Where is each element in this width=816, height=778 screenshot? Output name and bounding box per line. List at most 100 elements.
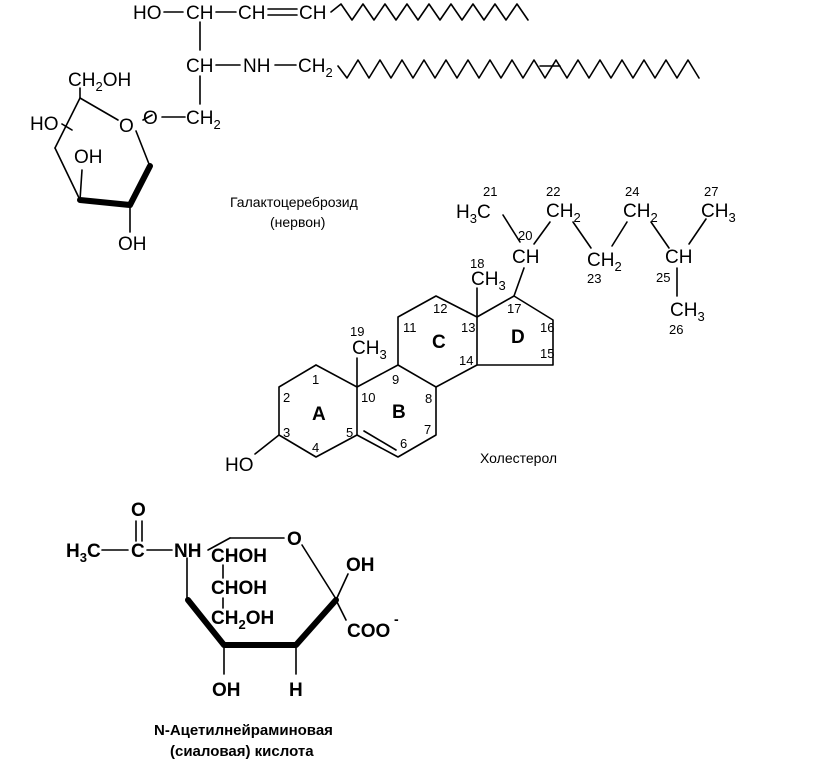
sphingosine-tail-zigzag [330, 3, 529, 21]
atom-oh-anomeric: OH [346, 555, 375, 576]
atom-ch2-22: CH2 [546, 201, 581, 225]
caption-sialic-acid: N-Ацетилнейраминовая [154, 722, 333, 739]
atom-ch-alkene-2: CH [299, 3, 326, 24]
ring-b-bonds [356, 364, 437, 458]
carbon-number-19: 19 [350, 324, 364, 339]
carbon-number-7: 7 [424, 422, 431, 437]
atom-choh-2: CHOH [211, 578, 267, 599]
atom-ch-top: CH [186, 3, 213, 24]
atom-ch3-26: CH3 [670, 300, 705, 324]
bond [650, 221, 670, 249]
bond [572, 221, 592, 249]
carbon-number-6: 6 [400, 436, 407, 451]
carbon-number-16: 16 [540, 320, 554, 335]
ring-d-bonds [476, 295, 554, 366]
atom-ch2oh: CH2OH [211, 608, 274, 632]
atom-nh: NH [243, 56, 270, 77]
atom-ch2-23: CH2 [587, 250, 622, 274]
carbon-number-27: 27 [704, 184, 718, 199]
carbon-number-24: 24 [625, 184, 639, 199]
ring-label-a: A [312, 404, 326, 425]
bond [611, 221, 628, 247]
carbon-number-25: 25 [656, 270, 670, 285]
carbon-number-3: 3 [283, 425, 290, 440]
carbon-number-1: 1 [312, 372, 319, 387]
bond [142, 114, 153, 121]
atom-o-carbonyl: O [131, 500, 146, 521]
ring-bond [79, 97, 119, 121]
carbon-number-14: 14 [459, 353, 473, 368]
carbon-number-17: 17 [507, 301, 521, 316]
atom-ch-alkene-1: CH [238, 3, 265, 24]
caption-galactocerebroside-sub: (нервон) [270, 214, 325, 230]
carbon-number-20: 20 [518, 228, 532, 243]
cholesterol-structure: HO CH3 CH3 CH H3C CH2 CH2 CH2 CH CH3 CH3… [225, 184, 736, 476]
bond [335, 599, 347, 621]
ring-bond [301, 544, 337, 600]
carbon-number-26: 26 [669, 322, 683, 337]
atom-ho-top: HO [133, 3, 162, 24]
ring-label-c: C [432, 332, 446, 353]
atom-choh-1: CHOH [211, 546, 267, 567]
atom-ch-mid: CH [186, 56, 213, 77]
atom-ho: HO [225, 455, 254, 476]
bond [254, 434, 280, 455]
atom-ch2-o: CH2 [186, 108, 221, 132]
atom-oh-inner: OH [74, 147, 103, 168]
atom-oh-bottom: OH [118, 234, 147, 255]
carbon-number-15: 15 [540, 346, 554, 361]
atom-ch3-18: CH3 [471, 269, 506, 293]
atom-h3c: H3C [66, 541, 101, 565]
atom-o-glycosidic: O [143, 108, 158, 129]
atom-ch3-19: CH3 [352, 338, 387, 362]
sialic-acid-structure: O H3C C NH O CHOH CHOH CH2OH OH COO - OH… [66, 500, 399, 760]
bond [79, 169, 83, 201]
carbon-number-12: 12 [433, 301, 447, 316]
bond [533, 221, 551, 245]
ring-bond [54, 147, 81, 201]
bond [61, 123, 73, 131]
ring-bond-bold [185, 597, 339, 648]
carbon-number-10: 10 [361, 390, 375, 405]
bond [688, 218, 707, 245]
ring-c-bonds [397, 295, 478, 388]
atom-oh-bottom: OH [212, 680, 241, 701]
carbon-number-5: 5 [346, 425, 353, 440]
atom-coo: COO [347, 621, 390, 642]
bond [335, 573, 349, 601]
atom-h3c-21: H3C [456, 202, 491, 226]
ring-bond [54, 97, 81, 149]
coo-charge: - [394, 611, 399, 627]
ring-label-b: B [392, 402, 406, 423]
atom-nh: NH [174, 541, 201, 562]
carbon-number-4: 4 [312, 440, 319, 455]
carbon-number-9: 9 [392, 372, 399, 387]
ring-bond-bold [77, 163, 153, 208]
carbon-number-11: 11 [403, 320, 417, 335]
atom-ring-o: O [287, 529, 302, 550]
nervonic-acid-tail-zigzag [337, 59, 700, 79]
atom-ch-25: CH [665, 247, 692, 268]
carbon-number-8: 8 [425, 391, 432, 406]
carbon-number-21: 21 [483, 184, 497, 199]
caption-galactocerebroside: Галактоцереброзид [230, 194, 358, 210]
ring-bond [135, 130, 150, 165]
atom-ch2-chain: CH2 [298, 56, 333, 80]
caption-sialic-acid-sub: (сиаловая) кислота [170, 743, 314, 760]
bond [502, 214, 521, 243]
carbon-number-2: 2 [283, 390, 290, 405]
double-bond-5-6 [363, 430, 397, 451]
ring-bond [207, 537, 231, 551]
atom-ch2oh: CH2OH [68, 70, 131, 94]
carbon-number-23: 23 [587, 271, 601, 286]
carbon-number-22: 22 [546, 184, 560, 199]
caption-cholesterol: Холестерол [480, 450, 557, 466]
carbon-number-13: 13 [461, 320, 475, 335]
atom-h-bottom: H [289, 680, 303, 701]
atom-ho-left: HO [30, 114, 59, 135]
carbon-number-18: 18 [470, 256, 484, 271]
atom-ch-20: CH [512, 247, 539, 268]
ring-label-d: D [511, 327, 525, 348]
atom-ring-o: O [119, 116, 134, 137]
